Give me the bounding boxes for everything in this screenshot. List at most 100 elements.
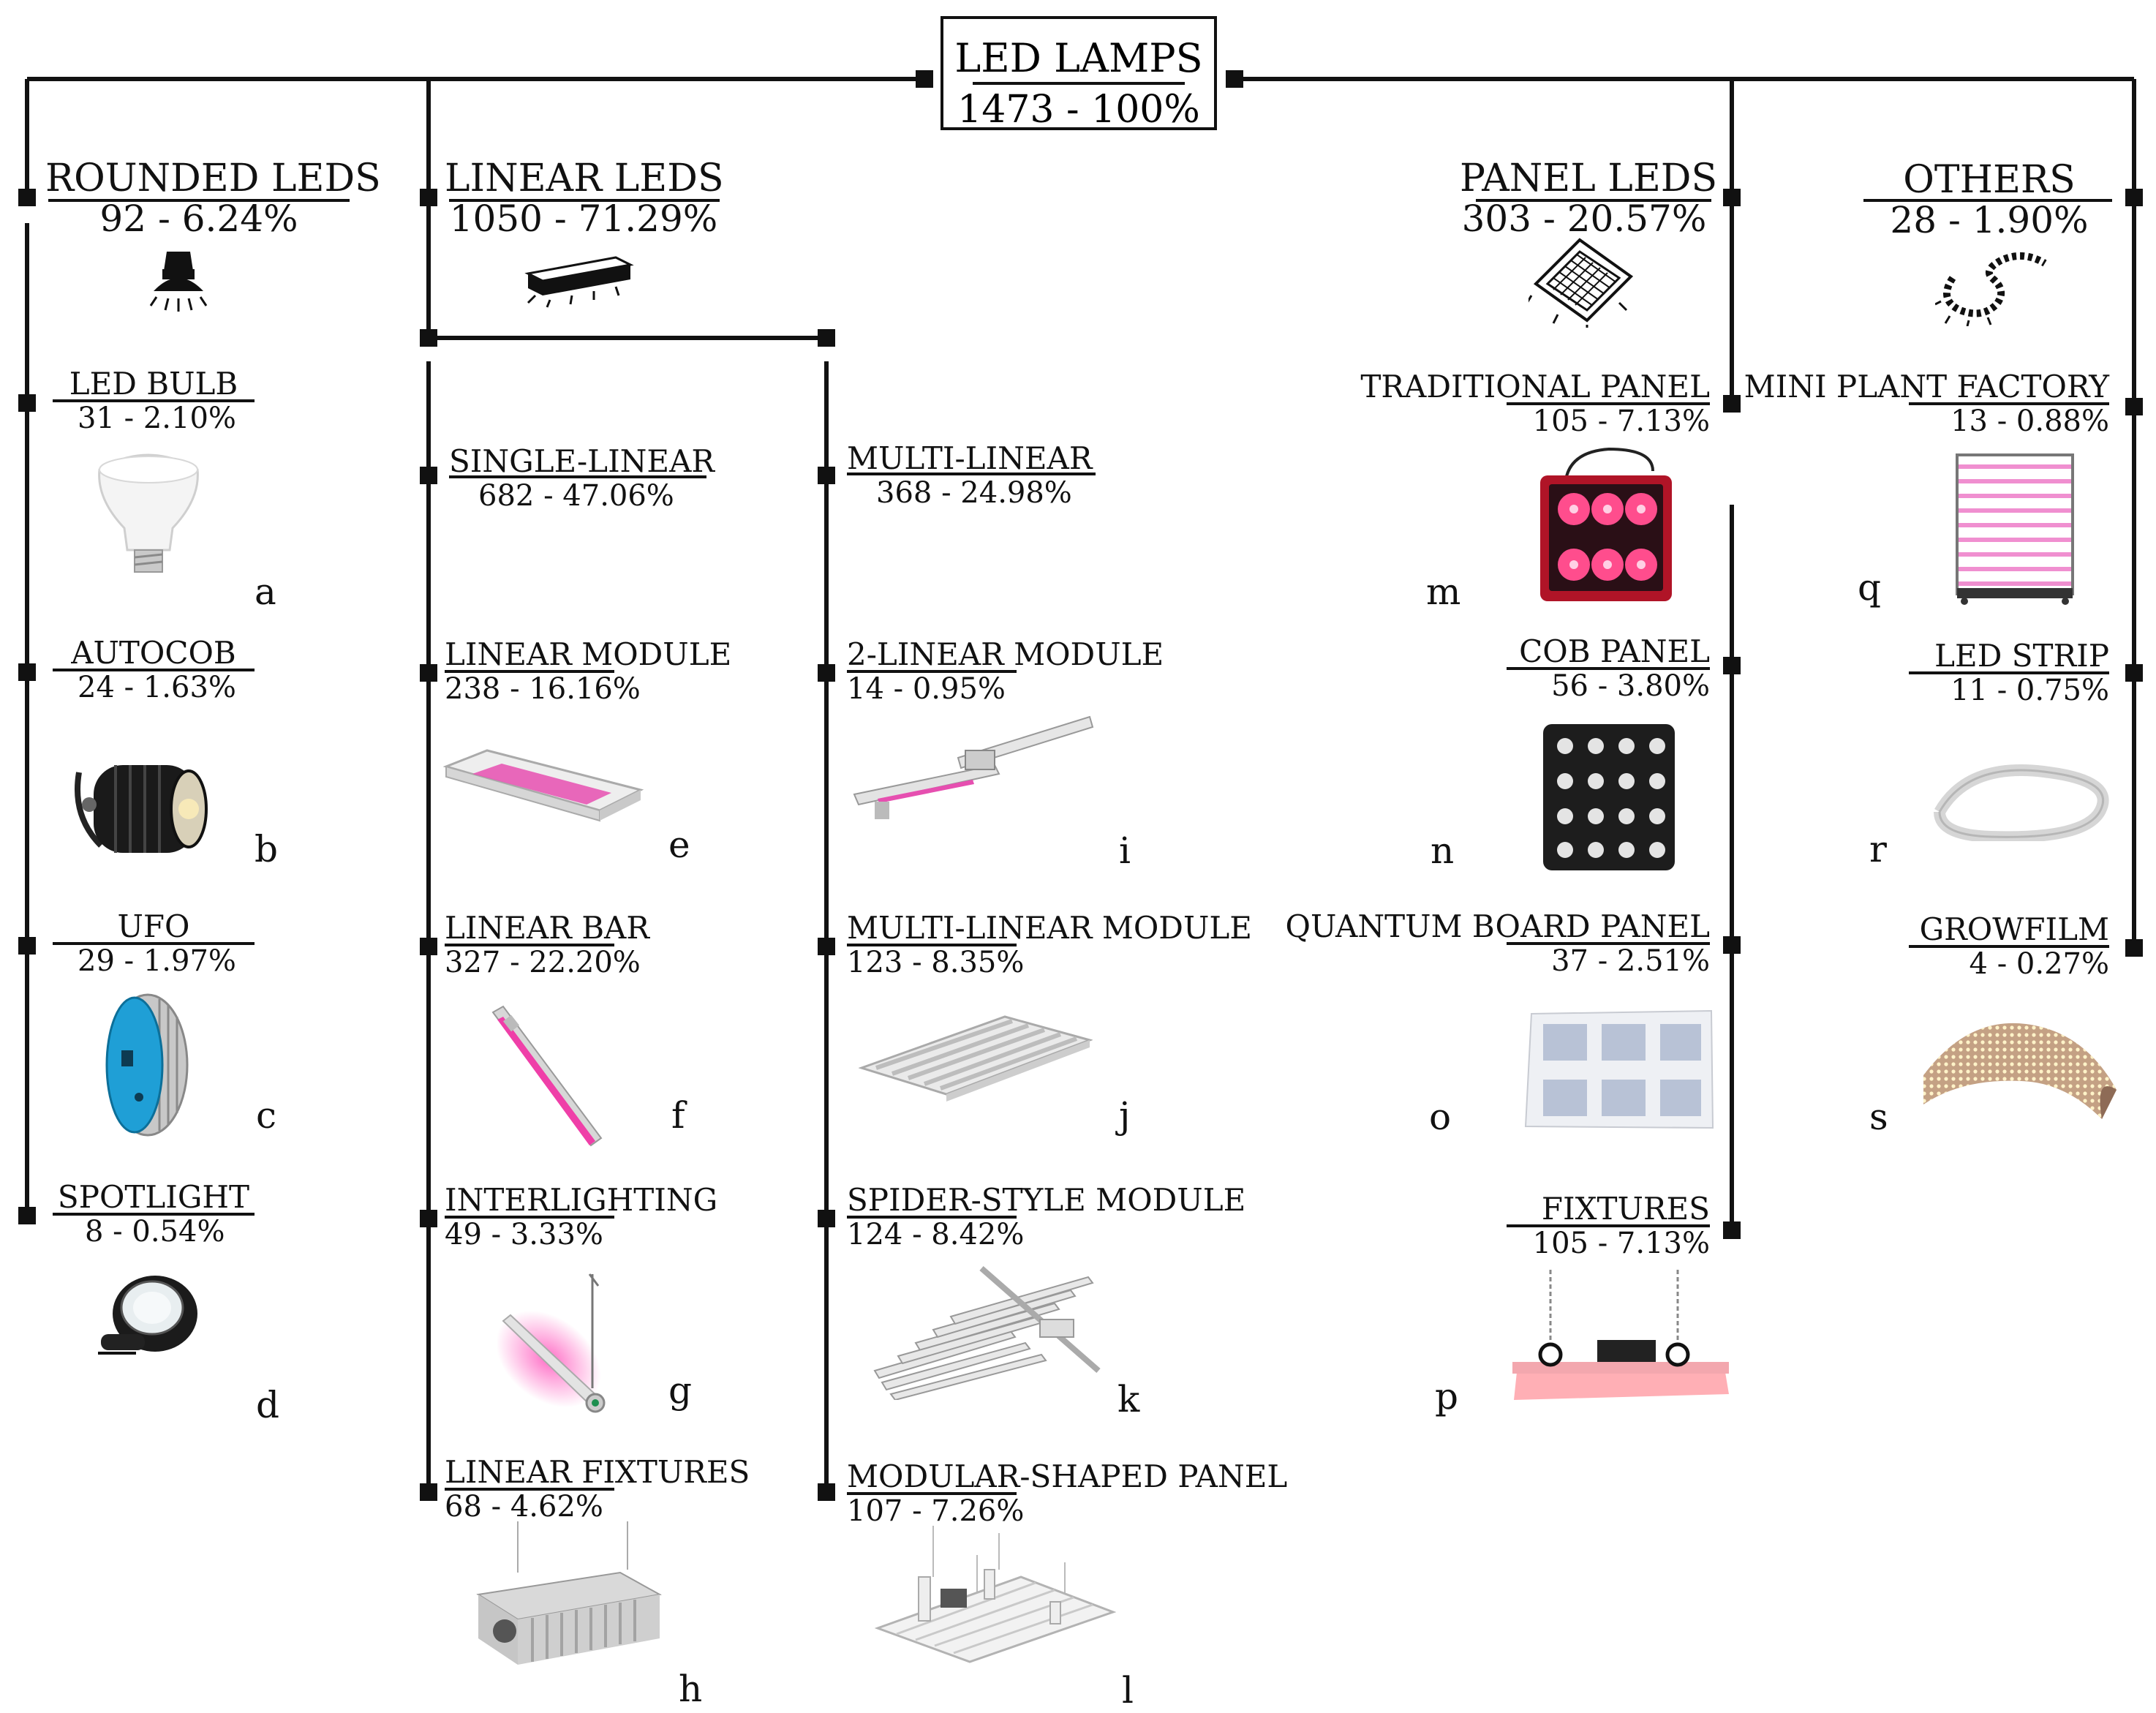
led-strip-icon [1935, 252, 2047, 326]
item-linear-fixtures: LINEAR FIXTURES 68 - 4.62% [445, 1454, 750, 1522]
category-stat: 1050 - 71.29% [449, 197, 718, 240]
2-linear-module-image [853, 715, 1094, 819]
item-linear-bar: LINEAR BAR 327 - 22.20% [445, 910, 650, 979]
item-name: GROWFILM [1919, 911, 2109, 947]
item-underline [445, 1488, 614, 1491]
item-name: LED STRIP [1934, 638, 2109, 674]
category-name: OTHERS [1903, 158, 2076, 202]
item-linear-module: LINEAR MODULE 238 - 16.16% [445, 639, 731, 704]
item-underline [53, 669, 255, 671]
item-name: INTERLIGHTING [445, 1182, 718, 1218]
item-quantum-board-panel: QUANTUM BOARD PANEL 37 - 2.51% [1286, 911, 1710, 976]
letter-l: l [1122, 1669, 1134, 1712]
item-name: TRADITIONAL PANEL [1360, 369, 1710, 404]
item-name: LINEAR BAR [445, 910, 650, 946]
letter-d: d [256, 1384, 280, 1426]
item-led-bulb: LED BULB 31 - 2.10% [53, 369, 255, 434]
item-mini-plant-factory: MINI PLANT FACTORY 13 - 0.88% [1744, 369, 2109, 438]
cob-panel-image [1543, 724, 1675, 870]
letter-g: g [668, 1369, 693, 1412]
item-name: COB PANEL [1519, 633, 1710, 669]
group-stat: 682 - 47.06% [478, 479, 674, 513]
linear-module-image [443, 749, 644, 822]
letter-a: a [255, 571, 276, 613]
item-underline [1909, 402, 2109, 405]
group-stat: 368 - 24.98% [876, 476, 1072, 510]
category-underline [48, 199, 350, 202]
item-fixtures: FIXTURES 105 - 7.13% [1532, 1191, 1710, 1260]
category-stat: 303 - 20.57% [1461, 197, 1707, 240]
item-name: AUTOCOB [71, 635, 236, 671]
root-divider [973, 82, 1185, 85]
category-name: PANEL LEDS [1460, 157, 1718, 200]
item-stat: 49 - 3.33% [445, 1218, 603, 1251]
item-name: MINI PLANT FACTORY [1744, 369, 2109, 404]
item-stat: 105 - 7.13% [1532, 1227, 1710, 1260]
item-underline [1909, 671, 2109, 674]
root-name: LED LAMPS [954, 35, 1203, 81]
quantum-board-image [1524, 1009, 1714, 1129]
item-underline [847, 1216, 1017, 1219]
item-stat: 29 - 1.97% [78, 944, 236, 978]
item-stat: 8 - 0.54% [85, 1215, 225, 1249]
item-name: SPOTLIGHT [57, 1179, 250, 1215]
item-underline [53, 399, 255, 402]
group-underline [449, 475, 706, 478]
item-stat: 13 - 0.88% [1950, 404, 2109, 438]
rounded-led-icon [149, 252, 208, 312]
item-underline [53, 942, 255, 945]
item-underline [1507, 667, 1710, 670]
category-panel-leds: PANEL LEDS 303 - 20.57% [1460, 157, 1718, 240]
item-stat: 107 - 7.26% [847, 1494, 1025, 1528]
item-stat: 238 - 16.16% [445, 672, 641, 706]
letter-c: c [256, 1094, 277, 1137]
item-2-linear-module: 2-LINEAR MODULE 14 - 0.95% [847, 639, 1164, 704]
growfilm-image [1923, 1023, 2117, 1119]
spotlight-image [98, 1276, 197, 1355]
panel-led-icon [1529, 238, 1634, 328]
item-cob-panel: COB PANEL 56 - 3.80% [1519, 636, 1710, 701]
item-underline [847, 670, 1017, 673]
root-stat: 1473 - 100% [957, 88, 1200, 132]
letter-p: p [1435, 1375, 1459, 1418]
item-underline [847, 944, 1017, 946]
item-stat: 24 - 1.63% [78, 671, 236, 704]
item-autocob: AUTOCOB 24 - 1.63% [53, 635, 255, 704]
letter-e: e [668, 824, 690, 866]
group-name: MULTI-LINEAR [847, 440, 1093, 476]
letter-o: o [1429, 1096, 1452, 1138]
modular-shaped-panel-image [875, 1526, 1116, 1663]
item-name: LINEAR FIXTURES [445, 1454, 750, 1490]
linear-fixtures-image [476, 1521, 662, 1665]
item-stat: 4 - 0.27% [1969, 947, 2109, 981]
item-stat: 56 - 3.80% [1551, 669, 1710, 703]
letter-h: h [679, 1668, 703, 1710]
item-name: FIXTURES [1541, 1191, 1710, 1227]
led-strip-image [1934, 764, 2109, 841]
letter-q: q [1858, 566, 1882, 609]
item-stat: 327 - 22.20% [445, 946, 641, 979]
linear-led-icon [524, 256, 634, 308]
category-linear-leds: LINEAR LEDS 1050 - 71.29% [445, 157, 724, 240]
traditional-panel-image [1540, 447, 1672, 601]
item-underline [53, 1213, 255, 1216]
letter-j: j [1119, 1094, 1131, 1137]
group-name: SINGLE-LINEAR [449, 443, 715, 479]
item-underline [445, 670, 614, 673]
item-name: MODULAR-SHAPED PANEL [847, 1458, 1288, 1494]
category-name: ROUNDED LEDS [45, 157, 381, 200]
ufo-image [105, 993, 189, 1137]
item-name: SPIDER-STYLE MODULE [847, 1182, 1246, 1218]
category-name: LINEAR LEDS [445, 157, 724, 200]
category-stat: 28 - 1.90% [1890, 199, 2089, 241]
letter-r: r [1869, 828, 1887, 870]
item-interlighting: INTERLIGHTING 49 - 3.33% [445, 1182, 718, 1251]
item-name: 2-LINEAR MODULE [847, 636, 1164, 672]
group-underline [847, 473, 1096, 475]
item-multi-linear-module: MULTI-LINEAR MODULE 123 - 8.35% [847, 910, 1252, 978]
spider-style-module-image [873, 1265, 1101, 1400]
led-bulb-image [98, 453, 199, 573]
item-name: MULTI-LINEAR MODULE [847, 910, 1252, 946]
item-underline [1507, 942, 1710, 945]
